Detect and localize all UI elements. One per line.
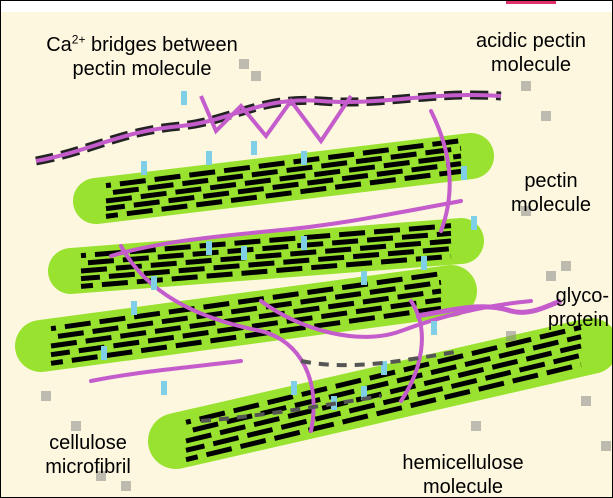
calcium-bridge xyxy=(151,276,157,290)
pectin-strand xyxy=(429,109,452,233)
calcium-bridge xyxy=(131,301,137,315)
calcium-bridge xyxy=(421,256,427,270)
calcium-bridge xyxy=(101,346,107,360)
pixel-speckle xyxy=(521,81,531,91)
pixel-speckle xyxy=(71,421,81,431)
cellulose-strand xyxy=(80,246,452,282)
hemicellulose-strand xyxy=(200,394,382,423)
cellulose-strand xyxy=(50,288,442,349)
glycoprotein-chain xyxy=(415,298,562,319)
pectin-strand xyxy=(109,199,463,258)
calcium-bridge xyxy=(141,161,147,175)
calcium-bridge xyxy=(361,271,367,285)
pixel-speckle xyxy=(601,441,611,451)
calcium-bridge xyxy=(241,246,247,260)
cellulose-strand xyxy=(185,334,582,435)
calcium-bridge xyxy=(471,216,477,230)
calcium-bridge xyxy=(361,386,367,400)
pixel-speckle xyxy=(121,481,131,491)
pectin-strand xyxy=(399,299,424,403)
cellulose-strand xyxy=(105,138,462,189)
calcium-bridge xyxy=(301,151,307,165)
hemicellulose-strands xyxy=(41,59,611,491)
pectin-network xyxy=(35,90,562,433)
label-calcium-bridges: Ca2+ bridges between pectin molecule xyxy=(46,32,238,80)
calcium-bridge xyxy=(461,166,467,180)
pixel-speckle xyxy=(251,71,261,81)
calcium-bridge xyxy=(181,91,187,105)
calcium-bridge xyxy=(206,241,212,255)
cellulose-strand xyxy=(50,271,442,332)
label-cellulose-microfibril: cellulose microfibril xyxy=(45,432,131,478)
calcium-bridge xyxy=(301,236,307,250)
pectin-strand xyxy=(89,359,243,383)
cellulose-band xyxy=(148,318,612,469)
cellulose-strand xyxy=(80,230,452,266)
top-accent-mark xyxy=(506,1,556,4)
label-pectin: pectin molecule xyxy=(510,170,592,216)
calcium-bridge xyxy=(291,381,297,395)
pixel-speckle xyxy=(561,261,571,271)
pixel-speckle xyxy=(581,396,591,406)
pectin-ring xyxy=(199,94,353,145)
pixel-speckle xyxy=(239,59,249,69)
cellulose-microfibrils xyxy=(15,133,612,469)
cellulose-strand xyxy=(80,238,452,274)
calcium-bridge xyxy=(251,141,257,155)
cellulose-strand xyxy=(185,362,582,463)
cellulose-strand xyxy=(105,153,462,204)
pixel-speckle xyxy=(546,271,556,281)
pixel-speckle xyxy=(471,421,481,431)
pixel-speckle xyxy=(41,391,51,401)
calcium-bridge xyxy=(161,381,167,395)
pixel-speckle xyxy=(521,206,531,216)
calcium-bridge xyxy=(381,361,387,375)
cellulose-strand xyxy=(80,223,452,259)
cellulose-strand xyxy=(50,297,442,358)
cellulose-strand xyxy=(185,343,582,444)
acidic-pectin-chain xyxy=(35,92,502,163)
top-strip xyxy=(1,1,612,12)
cellulose-strand xyxy=(105,161,462,212)
cellulose-strand xyxy=(105,168,462,219)
hemicellulose-strand xyxy=(300,349,462,368)
label-glycoprotein: glyco- protein xyxy=(547,285,609,331)
cellulose-strand xyxy=(105,145,462,196)
label-hemicellulose: hemicellulose molecule xyxy=(402,452,524,498)
pixel-speckle xyxy=(506,331,516,341)
calcium-bridge xyxy=(206,151,212,165)
cellulose-strand xyxy=(185,352,582,453)
calcium-bridge xyxy=(431,321,437,335)
cellulose-strand xyxy=(50,305,442,366)
pixel-speckle xyxy=(96,471,106,481)
cellulose-strand xyxy=(50,279,442,340)
label-acidic-pectin: acidic pectin molecule xyxy=(475,30,587,76)
pixel-speckle xyxy=(541,111,551,121)
cellulose-strand xyxy=(80,253,452,289)
